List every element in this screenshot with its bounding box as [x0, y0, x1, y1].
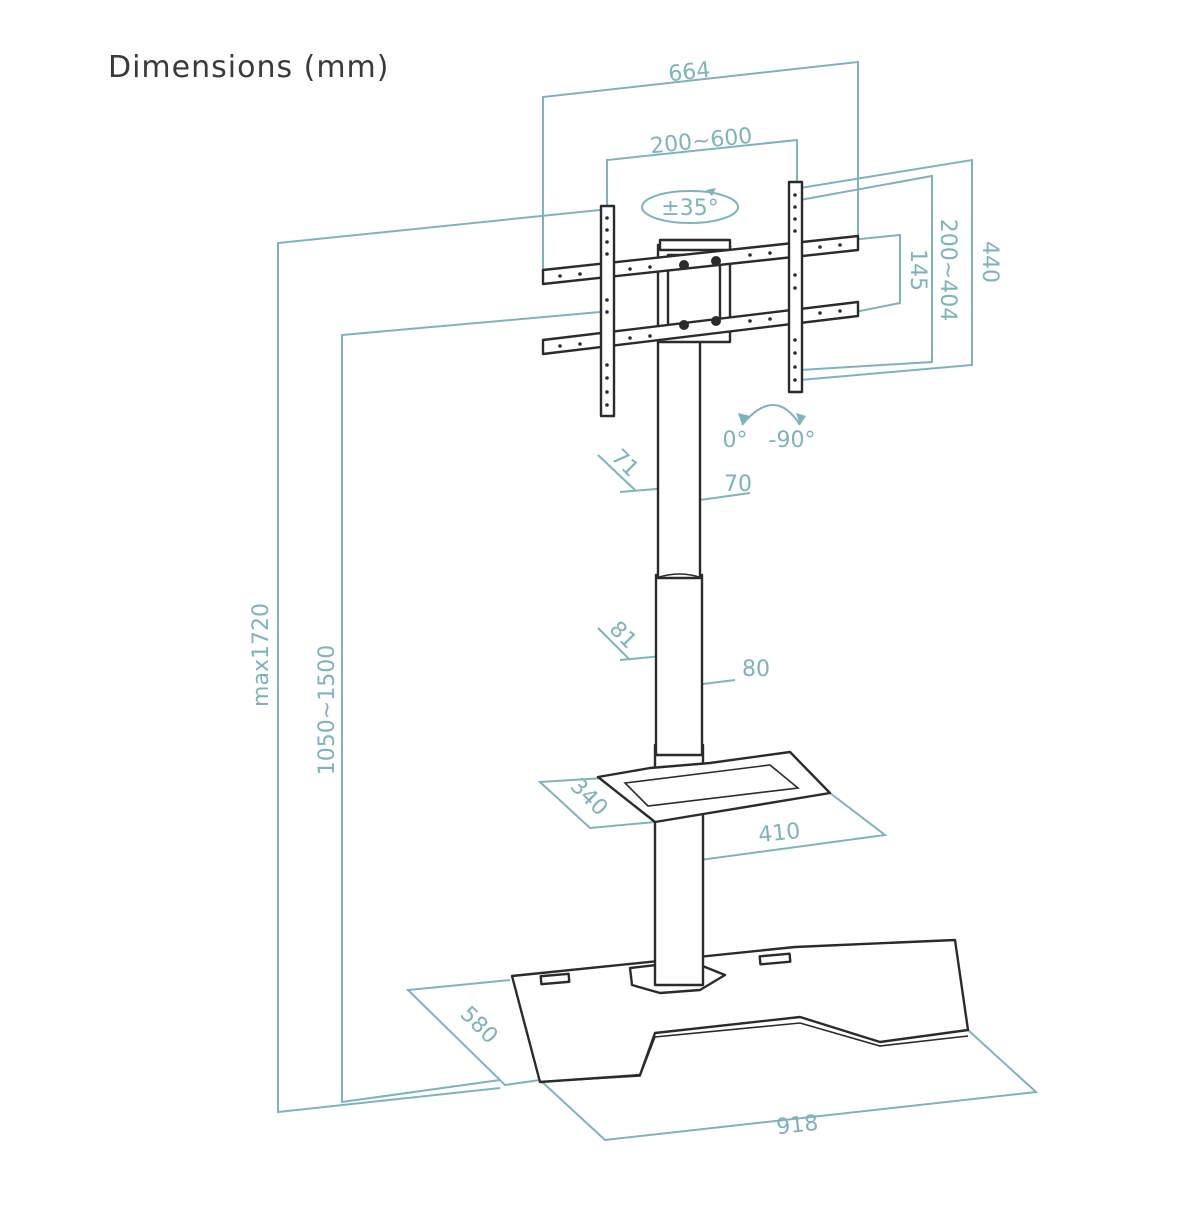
- horizontal-arms: [541, 234, 860, 356]
- label-80: 80: [742, 657, 770, 682]
- label-918: 918: [775, 1111, 819, 1140]
- label-max-height: max1720: [249, 603, 274, 707]
- page-title: Dimensions (mm): [108, 50, 390, 85]
- label-145: 145: [905, 249, 930, 291]
- label-410: 410: [757, 819, 801, 848]
- label-rotation-end: -90°: [769, 428, 816, 453]
- pole: [653, 338, 705, 987]
- bracket-holes: [558, 193, 842, 407]
- label-height-range: 1050~1500: [315, 645, 340, 775]
- label-70: 70: [724, 472, 752, 497]
- label-664: 664: [667, 58, 711, 87]
- base-plate: [510, 938, 970, 1084]
- label-81: 81: [604, 617, 641, 654]
- label-200-404: 200~404: [935, 219, 960, 321]
- label-rotation-start: 0°: [723, 428, 748, 453]
- shelf: [596, 750, 832, 824]
- label-440: 440: [977, 241, 1002, 283]
- label-200-600: 200~600: [649, 124, 753, 160]
- label-swivel: ±35°: [661, 196, 718, 221]
- label-71: 71: [606, 445, 643, 482]
